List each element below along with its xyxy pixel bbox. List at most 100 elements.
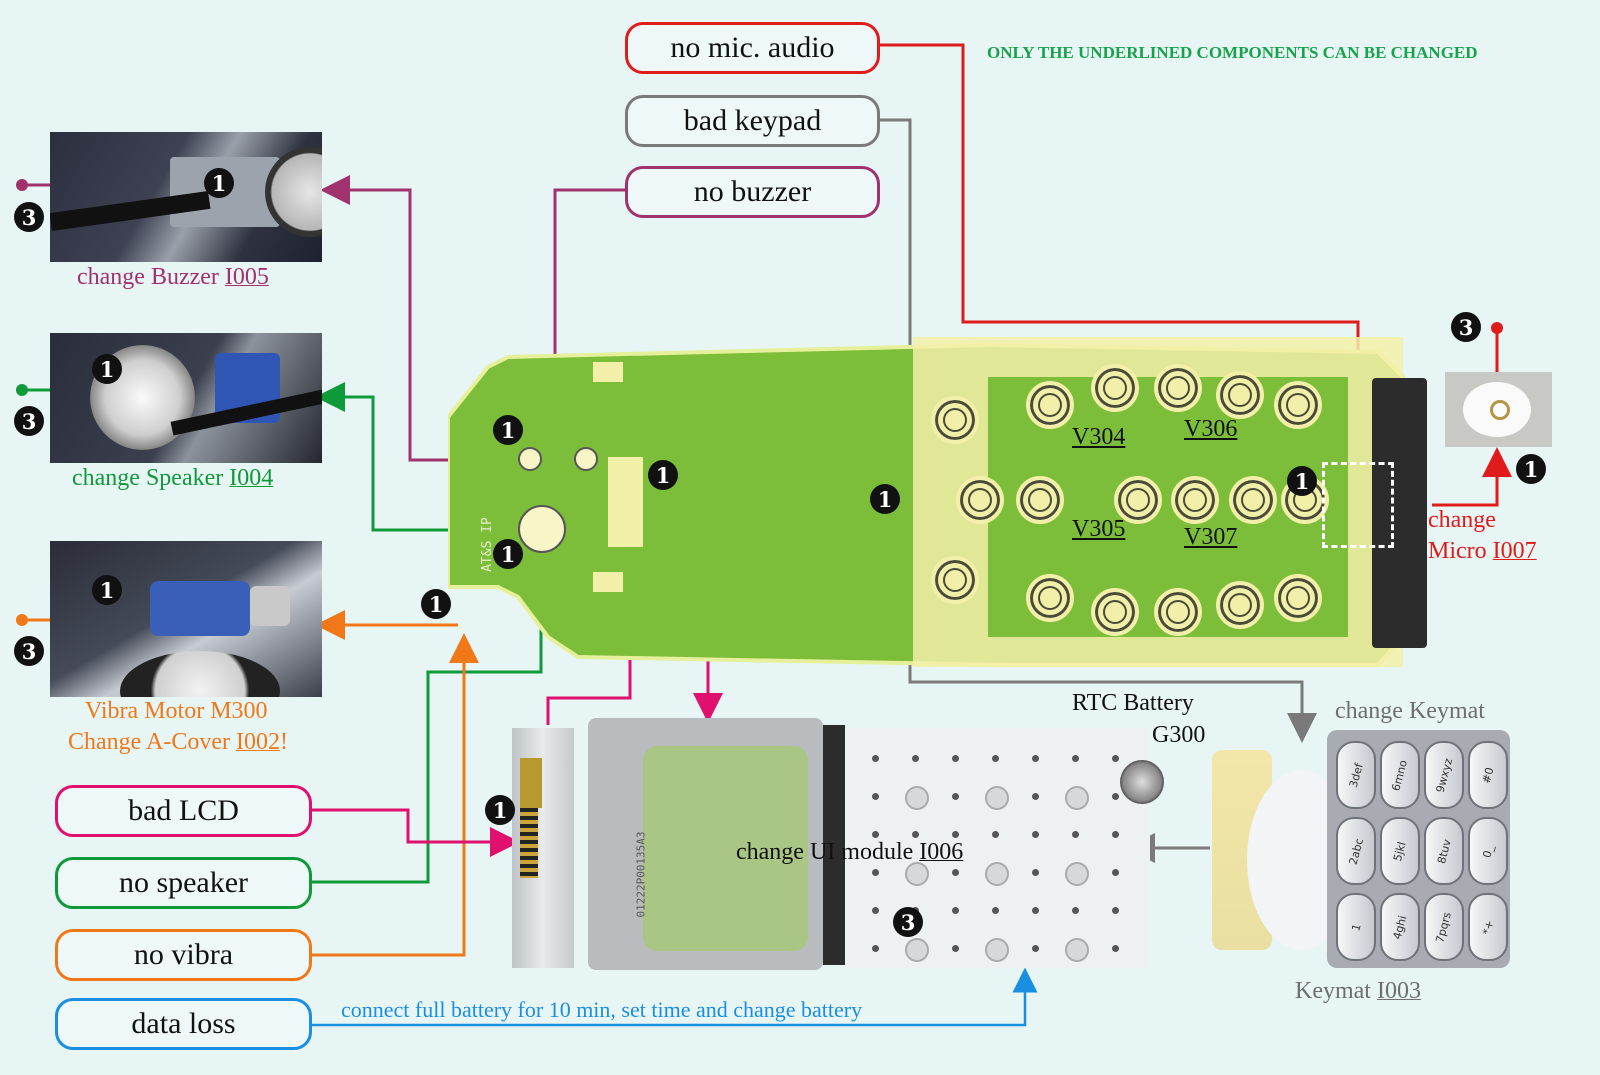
step-1-badge: 1 — [92, 575, 122, 605]
keypad-contact-pad — [1026, 574, 1074, 622]
v304-label: V304 — [1072, 424, 1126, 450]
ui-module-contact — [871, 944, 879, 952]
keymat-key: 2abc — [1336, 817, 1376, 885]
keymat-key: 1 — [1336, 893, 1376, 961]
ui-module-contact — [911, 754, 919, 762]
rtc-battery — [1120, 760, 1164, 804]
step-3-badge: 3 — [14, 636, 44, 666]
step-1-badge: 1 — [648, 460, 678, 490]
keymat-key: 0_ — [1468, 817, 1508, 885]
lcd-connector — [512, 728, 574, 968]
buzzer-code: I005 — [224, 264, 269, 290]
ui-module-contact — [1031, 792, 1039, 800]
ui-module-contact — [1031, 754, 1039, 762]
keypad-contact-pad — [1091, 588, 1139, 636]
keypad-contact-pad — [1114, 476, 1162, 524]
ui-module-contact — [1111, 830, 1119, 838]
keypad-contact-pad — [931, 396, 979, 444]
ui-module-contact — [951, 868, 959, 876]
keypad-contact-pad — [1154, 588, 1202, 636]
keymat-key: 3def — [1336, 741, 1376, 809]
ui-module-code: I006 — [919, 839, 964, 865]
ui-module-contact — [1065, 862, 1089, 886]
step-1-badge: 1 — [1516, 454, 1546, 484]
lcd-screen — [643, 746, 808, 951]
symptom-no-speaker[interactable]: no speaker — [55, 857, 312, 909]
ui-module-contact — [991, 754, 999, 762]
vibra-caption-line2: Change A-Cover I002! — [68, 729, 288, 755]
step-3-badge: 3 — [893, 907, 923, 937]
step-1-badge: 1 — [870, 484, 900, 514]
data-loss-connector — [312, 967, 1038, 1027]
buzzer-caption: change Buzzer I005 — [77, 264, 269, 290]
speaker-code: I004 — [229, 465, 274, 491]
ui-module-contact — [1031, 906, 1039, 914]
keymat-key: 5jkl — [1380, 817, 1420, 885]
step-1-badge: 1 — [493, 539, 523, 569]
keymat-key: #0 — [1468, 741, 1508, 809]
board-marking: AT&S IP — [479, 517, 495, 572]
keypad-contact-pad — [1274, 381, 1322, 429]
ui-module-contact — [1111, 944, 1119, 952]
ui-module — [845, 728, 1150, 968]
ui-module-contact — [1071, 830, 1079, 838]
ui-module-contact — [871, 830, 879, 838]
v307-label: V307 — [1184, 524, 1238, 550]
symptom-data-loss[interactable]: data loss — [55, 998, 312, 1050]
symptom-bad-keypad[interactable]: bad keypad — [625, 95, 880, 147]
ui-module-contact — [951, 906, 959, 914]
step-3-badge: 3 — [1451, 312, 1481, 342]
buzzer-photo — [50, 132, 322, 262]
ui-module-contact — [1031, 830, 1039, 838]
micro-code: I007 — [1492, 538, 1537, 564]
step-3-badge: 3 — [14, 202, 44, 232]
main-pcb: AT&S IP — [448, 337, 1413, 667]
rtc-battery-label: RTC Battery — [1072, 690, 1194, 716]
ui-module-contact — [1071, 754, 1079, 762]
symptom-bad-lcd[interactable]: bad LCD — [55, 785, 312, 837]
speaker-photo — [50, 333, 322, 463]
lcd-serial: 01222P00135A3 — [634, 831, 648, 918]
lcd-connector — [312, 808, 520, 857]
ui-module-contact — [1071, 906, 1079, 914]
ui-module-contact — [985, 862, 1009, 886]
vibra-caption-line1: Vibra Motor M300 — [85, 698, 268, 724]
keymat-key: 7pqrs — [1424, 893, 1464, 961]
keypad-contact-pad — [1216, 581, 1264, 629]
keypad-contact-pad — [1154, 364, 1202, 412]
ui-module-contact — [1111, 754, 1119, 762]
symptom-no-buzzer[interactable]: no buzzer — [625, 166, 880, 218]
ui-module-contact — [951, 830, 959, 838]
mic-highlight — [1322, 462, 1394, 548]
ui-module-contact — [905, 862, 929, 886]
v306-label: V306 — [1184, 416, 1238, 442]
keypad-contact-pad — [1216, 371, 1264, 419]
ui-module-contact — [871, 792, 879, 800]
symptom-no-mic-audio[interactable]: no mic. audio — [625, 22, 880, 74]
micro-caption-line1: change — [1428, 507, 1496, 533]
step-1-badge: 1 — [421, 589, 451, 619]
data-loss-instruction: connect full battery for 10 min, set tim… — [341, 997, 863, 1022]
ui-module-contact — [871, 868, 879, 876]
ui-module-contact — [1065, 786, 1089, 810]
keymat-key: 4ghi — [1380, 893, 1420, 961]
keymat-code: I003 — [1376, 978, 1421, 1004]
v305-label: V305 — [1072, 516, 1126, 542]
ui-module-contact — [1031, 944, 1039, 952]
ui-module-contact — [871, 754, 879, 762]
ui-module-contact — [951, 944, 959, 952]
micro-caption-line2: Micro I007 — [1428, 538, 1537, 564]
keymat-title: change Keymat — [1335, 698, 1485, 724]
header-note: ONLY THE UNDERLINED COMPONENTS CAN BE CH… — [987, 43, 1478, 62]
ui-module-contact — [951, 792, 959, 800]
ui-module-contact — [985, 938, 1009, 962]
ui-module-contact — [905, 938, 929, 962]
keypad-contact-pad — [1026, 381, 1074, 429]
rtc-battery-code: G300 — [1152, 722, 1206, 748]
ui-module-contact — [1111, 868, 1119, 876]
symptom-no-vibra[interactable]: no vibra — [55, 929, 312, 981]
keypad-connector — [880, 118, 1317, 743]
vibra-photo — [50, 541, 322, 697]
lcd-frame-edge — [823, 725, 845, 965]
